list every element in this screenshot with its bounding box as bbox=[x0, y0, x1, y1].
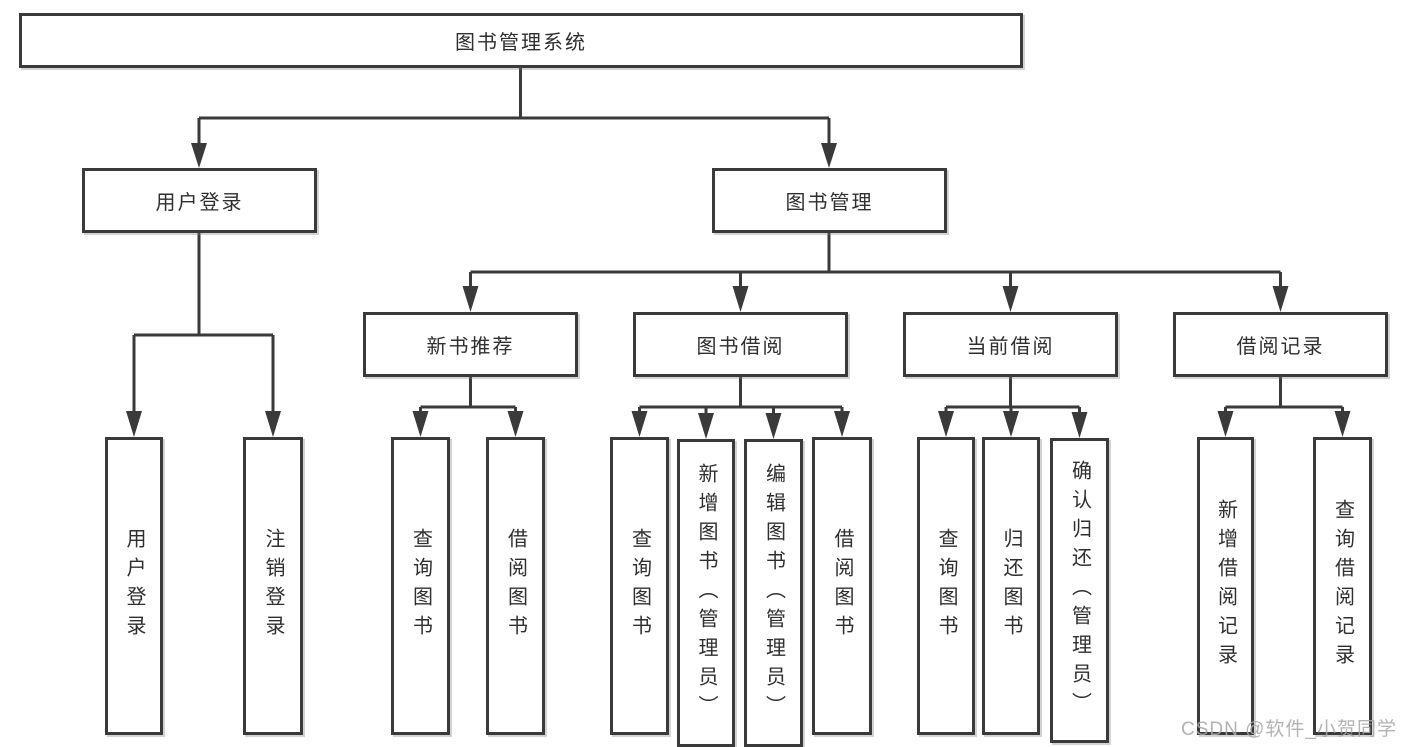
connector-borrowing-children bbox=[631, 377, 850, 439]
node-label: 借阅记录 bbox=[1236, 336, 1325, 358]
connector-user-login-children bbox=[126, 233, 281, 437]
node-label: 新书推荐 bbox=[426, 336, 515, 358]
leaf-label: 用户登录 bbox=[123, 528, 145, 644]
csdn-watermark: CSDN @软件_小贺同学 bbox=[1181, 719, 1397, 740]
node-label: 图书借阅 bbox=[696, 336, 785, 358]
leaf-label: 借阅图书 bbox=[504, 528, 527, 644]
node-book-management: 图书管理 bbox=[712, 168, 947, 233]
node-new-book-recommend: 新书推荐 bbox=[363, 312, 578, 377]
arrowhead-icon bbox=[1334, 411, 1351, 437]
leaf-logout: 注销登录 bbox=[243, 437, 303, 735]
leaf-label: 新增图书（管理员） bbox=[695, 462, 717, 724]
arrowhead-icon bbox=[631, 411, 648, 437]
leaf-current-query-books: 查询图书 bbox=[917, 437, 975, 735]
arrowhead-icon bbox=[1071, 412, 1088, 438]
node-label: 用户登录 bbox=[155, 192, 244, 214]
leaf-label: 注销登录 bbox=[262, 528, 284, 644]
arrowhead-icon bbox=[765, 413, 782, 439]
leaf-borrowing-add-books-admin: 新增图书（管理员） bbox=[677, 439, 735, 747]
connector-records-children bbox=[1217, 377, 1351, 437]
node-root-system: 图书管理系统 bbox=[19, 13, 1023, 68]
node-current-borrowing: 当前借阅 bbox=[903, 312, 1118, 377]
connector-root-to-level1 bbox=[191, 68, 837, 168]
node-borrowing-records: 借阅记录 bbox=[1173, 312, 1388, 377]
arrowhead-icon bbox=[938, 411, 954, 437]
arrowhead-icon bbox=[732, 286, 749, 312]
leaf-label: 编辑图书（管理员） bbox=[762, 462, 785, 724]
leaf-label: 查询借阅记录 bbox=[1331, 499, 1354, 673]
leaf-user-login: 用户登录 bbox=[105, 437, 163, 735]
arrowhead-icon bbox=[462, 286, 479, 312]
arrowhead-icon bbox=[821, 143, 837, 168]
leaf-label: 确认归还（管理员） bbox=[1068, 460, 1091, 721]
leaf-borrowing-edit-books-admin: 编辑图书（管理员） bbox=[744, 439, 803, 747]
leaf-borrowing-borrow-books: 借阅图书 bbox=[812, 437, 872, 735]
arrowhead-icon bbox=[1002, 286, 1019, 312]
leaf-recommend-query-books: 查询图书 bbox=[391, 437, 450, 735]
node-label: 图书管理 bbox=[785, 192, 874, 214]
arrowhead-icon bbox=[412, 411, 429, 437]
leaf-current-confirm-return-admin: 确认归还（管理员） bbox=[1050, 438, 1109, 743]
leaf-label: 新增借阅记录 bbox=[1214, 499, 1237, 673]
node-label: 图书管理系统 bbox=[455, 32, 587, 54]
leaf-current-return-books: 归还图书 bbox=[982, 437, 1040, 735]
arrowhead-icon bbox=[834, 411, 850, 437]
arrowhead-icon bbox=[1217, 411, 1234, 437]
leaf-recommend-borrow-books: 借阅图书 bbox=[486, 437, 545, 735]
connector-book-management-to-level2 bbox=[462, 233, 1289, 312]
arrowhead-icon bbox=[1003, 411, 1019, 437]
leaf-label: 归还图书 bbox=[1000, 528, 1022, 644]
leaf-label: 查询图书 bbox=[409, 528, 432, 644]
arrowhead-icon bbox=[1272, 286, 1289, 312]
arrowhead-icon bbox=[191, 143, 207, 168]
leaf-records-add-record: 新增借阅记录 bbox=[1197, 437, 1254, 735]
arrowhead-icon bbox=[126, 411, 142, 437]
leaf-records-query-record: 查询借阅记录 bbox=[1313, 437, 1372, 735]
leaf-label: 查询图书 bbox=[628, 528, 651, 644]
arrowhead-icon bbox=[698, 413, 714, 439]
leaf-label: 查询图书 bbox=[935, 528, 957, 644]
arrowhead-icon bbox=[507, 411, 524, 437]
connector-recommend-children bbox=[412, 377, 524, 437]
node-label: 当前借阅 bbox=[966, 336, 1055, 358]
arrowhead-icon bbox=[265, 411, 281, 437]
node-user-login: 用户登录 bbox=[82, 168, 317, 233]
leaf-label: 借阅图书 bbox=[831, 528, 853, 644]
leaf-borrowing-query-books: 查询图书 bbox=[610, 437, 669, 735]
connector-current-children bbox=[938, 377, 1088, 438]
node-book-borrowing: 图书借阅 bbox=[633, 312, 848, 377]
